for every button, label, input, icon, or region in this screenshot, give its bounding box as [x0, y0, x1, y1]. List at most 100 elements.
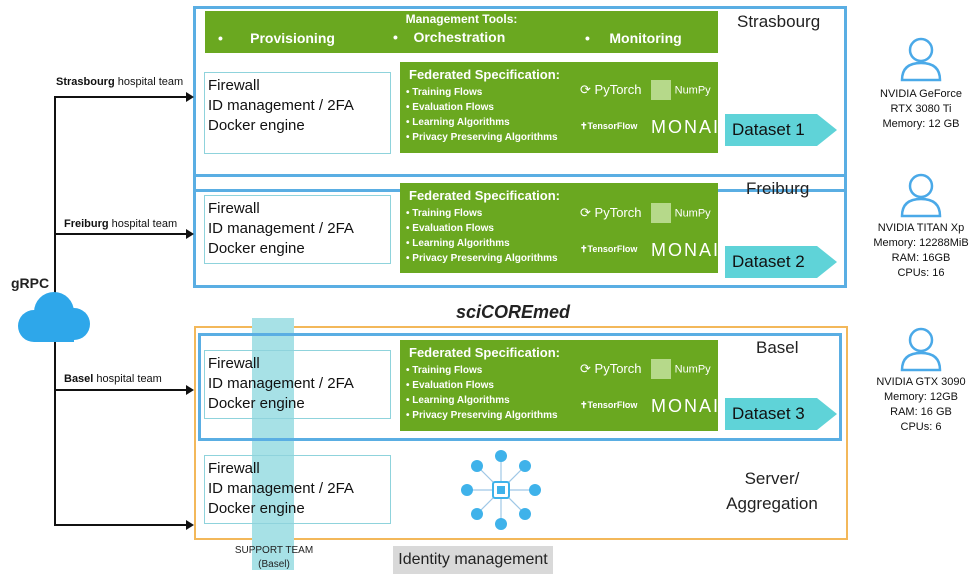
- numpy-logo: NumPy: [651, 203, 711, 223]
- freiburg-site-box-outline: [193, 174, 847, 288]
- management-tools-panel: Management Tools: • Provisioning • Orche…: [205, 11, 718, 53]
- id-management-label: ID management / 2FA: [208, 220, 354, 237]
- tensorflow-icon: ✝: [580, 400, 588, 410]
- fed-item-evaluation: Evaluation Flows: [406, 100, 558, 115]
- dataset-3-arrow: Dataset 3: [725, 398, 837, 430]
- hardware-strasbourg: NVIDIA GeForce RTX 3080 Ti Memory: 12 GB: [880, 88, 962, 130]
- user-icon: [900, 327, 942, 372]
- pytorch-logo: ⟳ PyTorch: [580, 82, 642, 97]
- tensorflow-logo: ✝TensorFlow: [580, 121, 638, 131]
- docker-engine-label: Docker engine: [208, 240, 305, 257]
- connector-server: [54, 524, 188, 526]
- dataset-arrow-shape: [725, 398, 837, 430]
- fed-item-privacy: Privacy Preserving Algorithms: [406, 251, 557, 266]
- arrow-head-icon: [186, 229, 194, 239]
- federated-spec-strasbourg: Federated Specification: Training Flows …: [400, 62, 718, 153]
- team-label-strasbourg: Strasbourg hospital team: [56, 76, 184, 88]
- firewall-label: Firewall: [208, 355, 260, 372]
- arrow-head-icon: [186, 520, 194, 530]
- fed-item-evaluation: Evaluation Flows: [406, 221, 558, 236]
- federated-spec-title: Federated Specification:: [409, 345, 560, 360]
- dataset-2-label: Dataset 2: [732, 252, 805, 271]
- fed-item-learning: Learning Algorithms: [406, 115, 558, 130]
- pytorch-logo: ⟳ PyTorch: [580, 205, 642, 220]
- firewall-label: Firewall: [208, 77, 260, 94]
- monai-logo: MONAI: [651, 240, 721, 260]
- tensorflow-icon: ✝: [580, 244, 588, 254]
- firewall-label: Firewall: [208, 460, 260, 477]
- team-label-basel: Basel hospital team: [64, 373, 162, 385]
- numpy-logo: NumPy: [651, 359, 711, 379]
- id-management-label: ID management / 2FA: [208, 375, 354, 392]
- federated-spec-title: Federated Specification:: [409, 188, 560, 203]
- scicoremed-label: sciCOREmed: [456, 302, 571, 322]
- support-team-strip: [252, 318, 294, 570]
- security-stack-basel: Firewall ID management / 2FA Docker engi…: [204, 350, 391, 419]
- dataset-2-arrow: Dataset 2: [725, 246, 837, 278]
- id-management-label: ID management / 2FA: [208, 480, 354, 497]
- user-icon: [900, 37, 942, 82]
- arrow-head-icon: [186, 385, 194, 395]
- federated-spec-basel: Federated Specification: Training Flows …: [400, 340, 718, 431]
- management-item-monitoring: • Monitoring: [585, 30, 682, 46]
- numpy-logo: NumPy: [651, 80, 711, 100]
- aggregation-network-icon: [461, 450, 541, 530]
- fed-item-privacy: Privacy Preserving Algorithms: [406, 130, 557, 145]
- tensorflow-icon: ✝: [580, 121, 588, 131]
- security-stack-server: Firewall ID management / 2FA Docker engi…: [204, 455, 391, 524]
- pytorch-icon: ⟳: [580, 361, 591, 376]
- arrow-head-icon: [186, 92, 194, 102]
- team-label-freiburg: Freiburg hospital team: [64, 218, 178, 230]
- tensorflow-logo: ✝TensorFlow: [580, 400, 638, 410]
- hardware-basel: NVIDIA GTX 3090 Memory: 12GB RAM: 16 GB …: [876, 376, 966, 433]
- connector-freiburg: [54, 233, 188, 235]
- numpy-icon: [651, 203, 671, 223]
- id-management-label: ID management / 2FA: [208, 97, 354, 114]
- dataset-1-label: Dataset 1: [732, 120, 805, 139]
- fed-item-learning: Learning Algorithms: [406, 236, 558, 251]
- monai-logo: MONAI: [651, 396, 721, 416]
- docker-engine-label: Docker engine: [208, 117, 305, 134]
- cloud-icon: [18, 292, 90, 342]
- numpy-icon: [651, 359, 671, 379]
- dataset-3-label: Dataset 3: [732, 404, 805, 423]
- firewall-label: Firewall: [208, 200, 260, 217]
- user-icon: [900, 173, 942, 218]
- server-aggregation-label: Server/ Aggregation: [726, 469, 818, 513]
- basel-site-title: Basel: [756, 338, 799, 357]
- identity-management-label: Identity management: [393, 546, 553, 574]
- docker-engine-label: Docker engine: [208, 500, 305, 517]
- management-tools-title: Management Tools:: [405, 12, 518, 26]
- security-stack-freiburg: Firewall ID management / 2FA Docker engi…: [204, 195, 391, 264]
- connector-basel: [54, 389, 188, 391]
- basel-site-box: [198, 333, 842, 441]
- freiburg-site-title: Freiburg: [746, 179, 810, 198]
- dataset-arrow-shape: [725, 246, 837, 278]
- pytorch-logo: ⟳ PyTorch: [580, 361, 642, 376]
- numpy-icon: [651, 80, 671, 100]
- management-item-provisioning: • Provisioning: [218, 30, 335, 46]
- fed-item-privacy: Privacy Preserving Algorithms: [406, 408, 557, 423]
- fed-item-evaluation: Evaluation Flows: [406, 378, 558, 393]
- support-team-label: SUPPORT TEAM (Basel): [234, 545, 314, 570]
- federated-spec-freiburg: Federated Specification: Training Flows …: [400, 183, 718, 273]
- monai-logo: MONAI: [651, 117, 721, 137]
- docker-engine-label: Docker engine: [208, 395, 305, 412]
- tensorflow-logo: ✝TensorFlow: [580, 244, 638, 254]
- fed-item-training: Training Flows: [406, 85, 558, 100]
- pytorch-icon: ⟳: [580, 82, 591, 97]
- fed-item-training: Training Flows: [406, 206, 558, 221]
- dataset-1-arrow: Dataset 1: [725, 114, 837, 146]
- connector-strasbourg: [54, 96, 188, 98]
- hardware-freiburg: NVIDIA TITAN Xp Memory: 12288MiB RAM: 16…: [873, 222, 969, 279]
- security-stack-strasbourg: Firewall ID management / 2FA Docker engi…: [204, 72, 391, 154]
- strasbourg-site-title: Strasbourg: [737, 12, 821, 31]
- management-item-orchestration: • Orchestration: [393, 29, 506, 45]
- dataset-arrow-shape: [725, 114, 837, 146]
- fed-item-training: Training Flows: [406, 363, 558, 378]
- grpc-label: gRPC: [11, 275, 50, 291]
- fed-item-learning: Learning Algorithms: [406, 393, 558, 408]
- scicoremed-box: [194, 326, 848, 540]
- federated-spec-title: Federated Specification:: [409, 67, 560, 82]
- pytorch-icon: ⟳: [580, 205, 591, 220]
